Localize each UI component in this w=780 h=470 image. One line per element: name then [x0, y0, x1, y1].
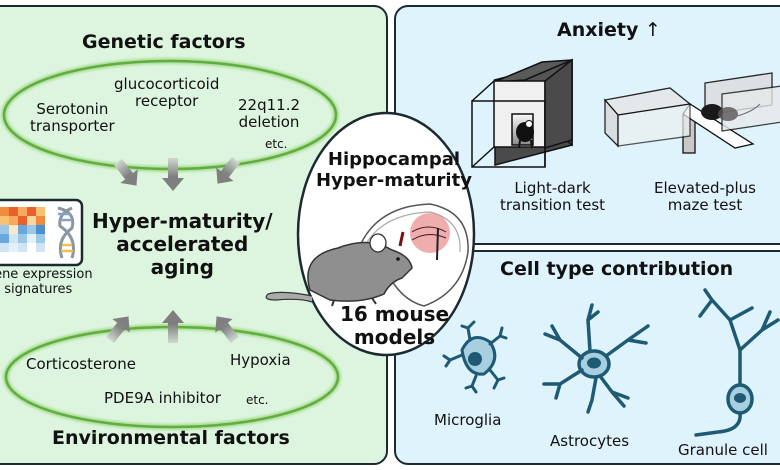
microglia-label: Microglia [434, 411, 502, 429]
gene-expression-icon [0, 198, 84, 267]
env-factor-pde9a: PDE9A inhibitor [104, 389, 221, 407]
anxiety-label: Anxiety [557, 19, 639, 41]
mouse-icon [265, 233, 413, 307]
elevated-plus-maze-icon [603, 72, 780, 154]
genetic-factors-title: Genetic factors [82, 31, 246, 53]
cell-type-title: Cell type contribution [500, 258, 734, 280]
label-line: transition test [500, 196, 606, 215]
light-dark-box-icon [471, 58, 573, 168]
label-line: Hippocampal [327, 149, 461, 170]
label-line: Hyper-maturity/ [92, 209, 273, 233]
env-etc: etc. [246, 393, 269, 407]
genetic-etc: etc. [265, 137, 288, 151]
env-factor-hypoxia: Hypoxia [230, 351, 291, 369]
down-arrows [114, 156, 240, 191]
granule-cell-icon [694, 288, 780, 437]
label-line: Serotonin [36, 100, 109, 118]
microglia-icon [442, 320, 508, 394]
label-line: aging [150, 255, 214, 279]
anxiety-title: Anxiety ↑ [557, 19, 661, 42]
label-line: models [353, 325, 436, 349]
label-line: receptor [135, 92, 199, 111]
label-line: maze test [667, 196, 743, 215]
label-line: accelerated [116, 232, 249, 256]
environmental-factors-title: Environmental factors [52, 427, 290, 449]
label-line: 16 mouse [340, 302, 450, 326]
label-line: glucocorticoid [114, 75, 220, 93]
env-factor-corticosterone: Corticosterone [26, 355, 136, 373]
label-line: Gene expression [0, 267, 93, 282]
label-line: transporter [30, 117, 115, 136]
label-line: Light-dark [514, 179, 591, 197]
brain-section-icon [355, 203, 469, 307]
label-line: 22q11.2 [238, 96, 301, 114]
astrocyte-icon [542, 303, 650, 414]
label-line: signatures [4, 281, 73, 297]
up-arrow-icon: ↑ [644, 19, 661, 41]
label-line: deletion [238, 113, 300, 132]
label-line: Elevated-plus [654, 179, 756, 197]
label-line: Hyper-maturity [316, 169, 472, 191]
up-arrows [106, 310, 239, 344]
astrocytes-label: Astrocytes [550, 432, 630, 450]
granule-cell-label: Granule cell [678, 441, 768, 459]
